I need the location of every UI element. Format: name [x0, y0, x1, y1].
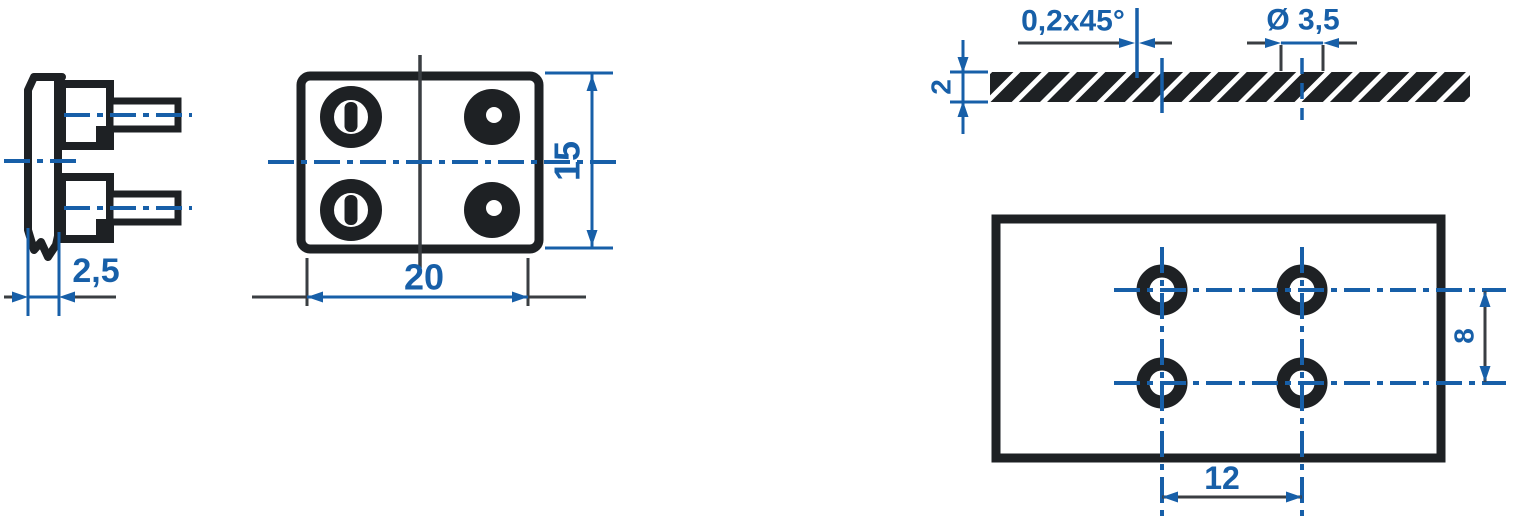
dim-pitch-y-label: 8 — [1449, 328, 1480, 344]
arrowhead-icon — [12, 291, 28, 303]
dim-depth-label: 2,5 — [72, 252, 119, 290]
dim-pitch-x-label: 12 — [1204, 460, 1240, 496]
hole-slotted — [320, 86, 382, 148]
arrowhead-icon — [307, 291, 323, 303]
dim-depth: 2,5 — [4, 228, 120, 316]
arrowhead-icon — [1323, 38, 1339, 48]
arrowhead-icon — [586, 230, 598, 246]
plate-section-hatched — [990, 72, 1470, 102]
hole-slot — [344, 195, 358, 225]
arrowhead-icon — [512, 291, 528, 303]
component-body-profile — [24, 73, 66, 261]
dim-height: 15 — [545, 71, 613, 250]
dim-pitch-y: 8 — [1449, 291, 1491, 382]
dim-width-label: 20 — [404, 257, 444, 298]
dim-thickness-label: 2 — [926, 79, 957, 95]
arrowhead-icon — [1286, 491, 1302, 503]
hole-slot — [344, 102, 358, 132]
dim-chamfer: 0,2x45° — [1018, 5, 1172, 113]
dim-hole-diameter-label: Ø 3,5 — [1266, 4, 1339, 37]
hole-bore — [486, 200, 502, 216]
arrowhead-icon — [1479, 366, 1491, 382]
arrowhead-icon — [1162, 491, 1178, 503]
arrowhead-icon — [1139, 38, 1155, 48]
arrowhead-icon — [1119, 38, 1135, 48]
arrowhead-icon — [586, 75, 598, 91]
hole-bore — [486, 107, 502, 123]
side-view: 2,5 — [4, 73, 192, 316]
arrowhead-icon — [957, 101, 969, 117]
arrowhead-icon — [957, 57, 969, 73]
layout-view: 8 12 — [991, 214, 1506, 516]
section-view: 2 0,2x45° Ø 3,5 — [926, 4, 1470, 134]
arrowhead-icon — [1265, 38, 1281, 48]
dim-height-label: 15 — [547, 141, 588, 181]
front-view: 20 15 — [252, 55, 618, 306]
board-outline — [991, 214, 1446, 463]
dim-pitch-x: 12 — [1162, 460, 1302, 503]
arrowhead-icon — [1479, 291, 1491, 307]
dim-width: 20 — [252, 257, 586, 306]
hole-slotted — [320, 179, 382, 241]
dim-chamfer-label: 0,2x45° — [1021, 5, 1125, 38]
arrowhead-icon — [59, 291, 75, 303]
dim-thickness: 2 — [926, 40, 988, 134]
dim-hole-diameter: Ø 3,5 — [1247, 4, 1357, 120]
